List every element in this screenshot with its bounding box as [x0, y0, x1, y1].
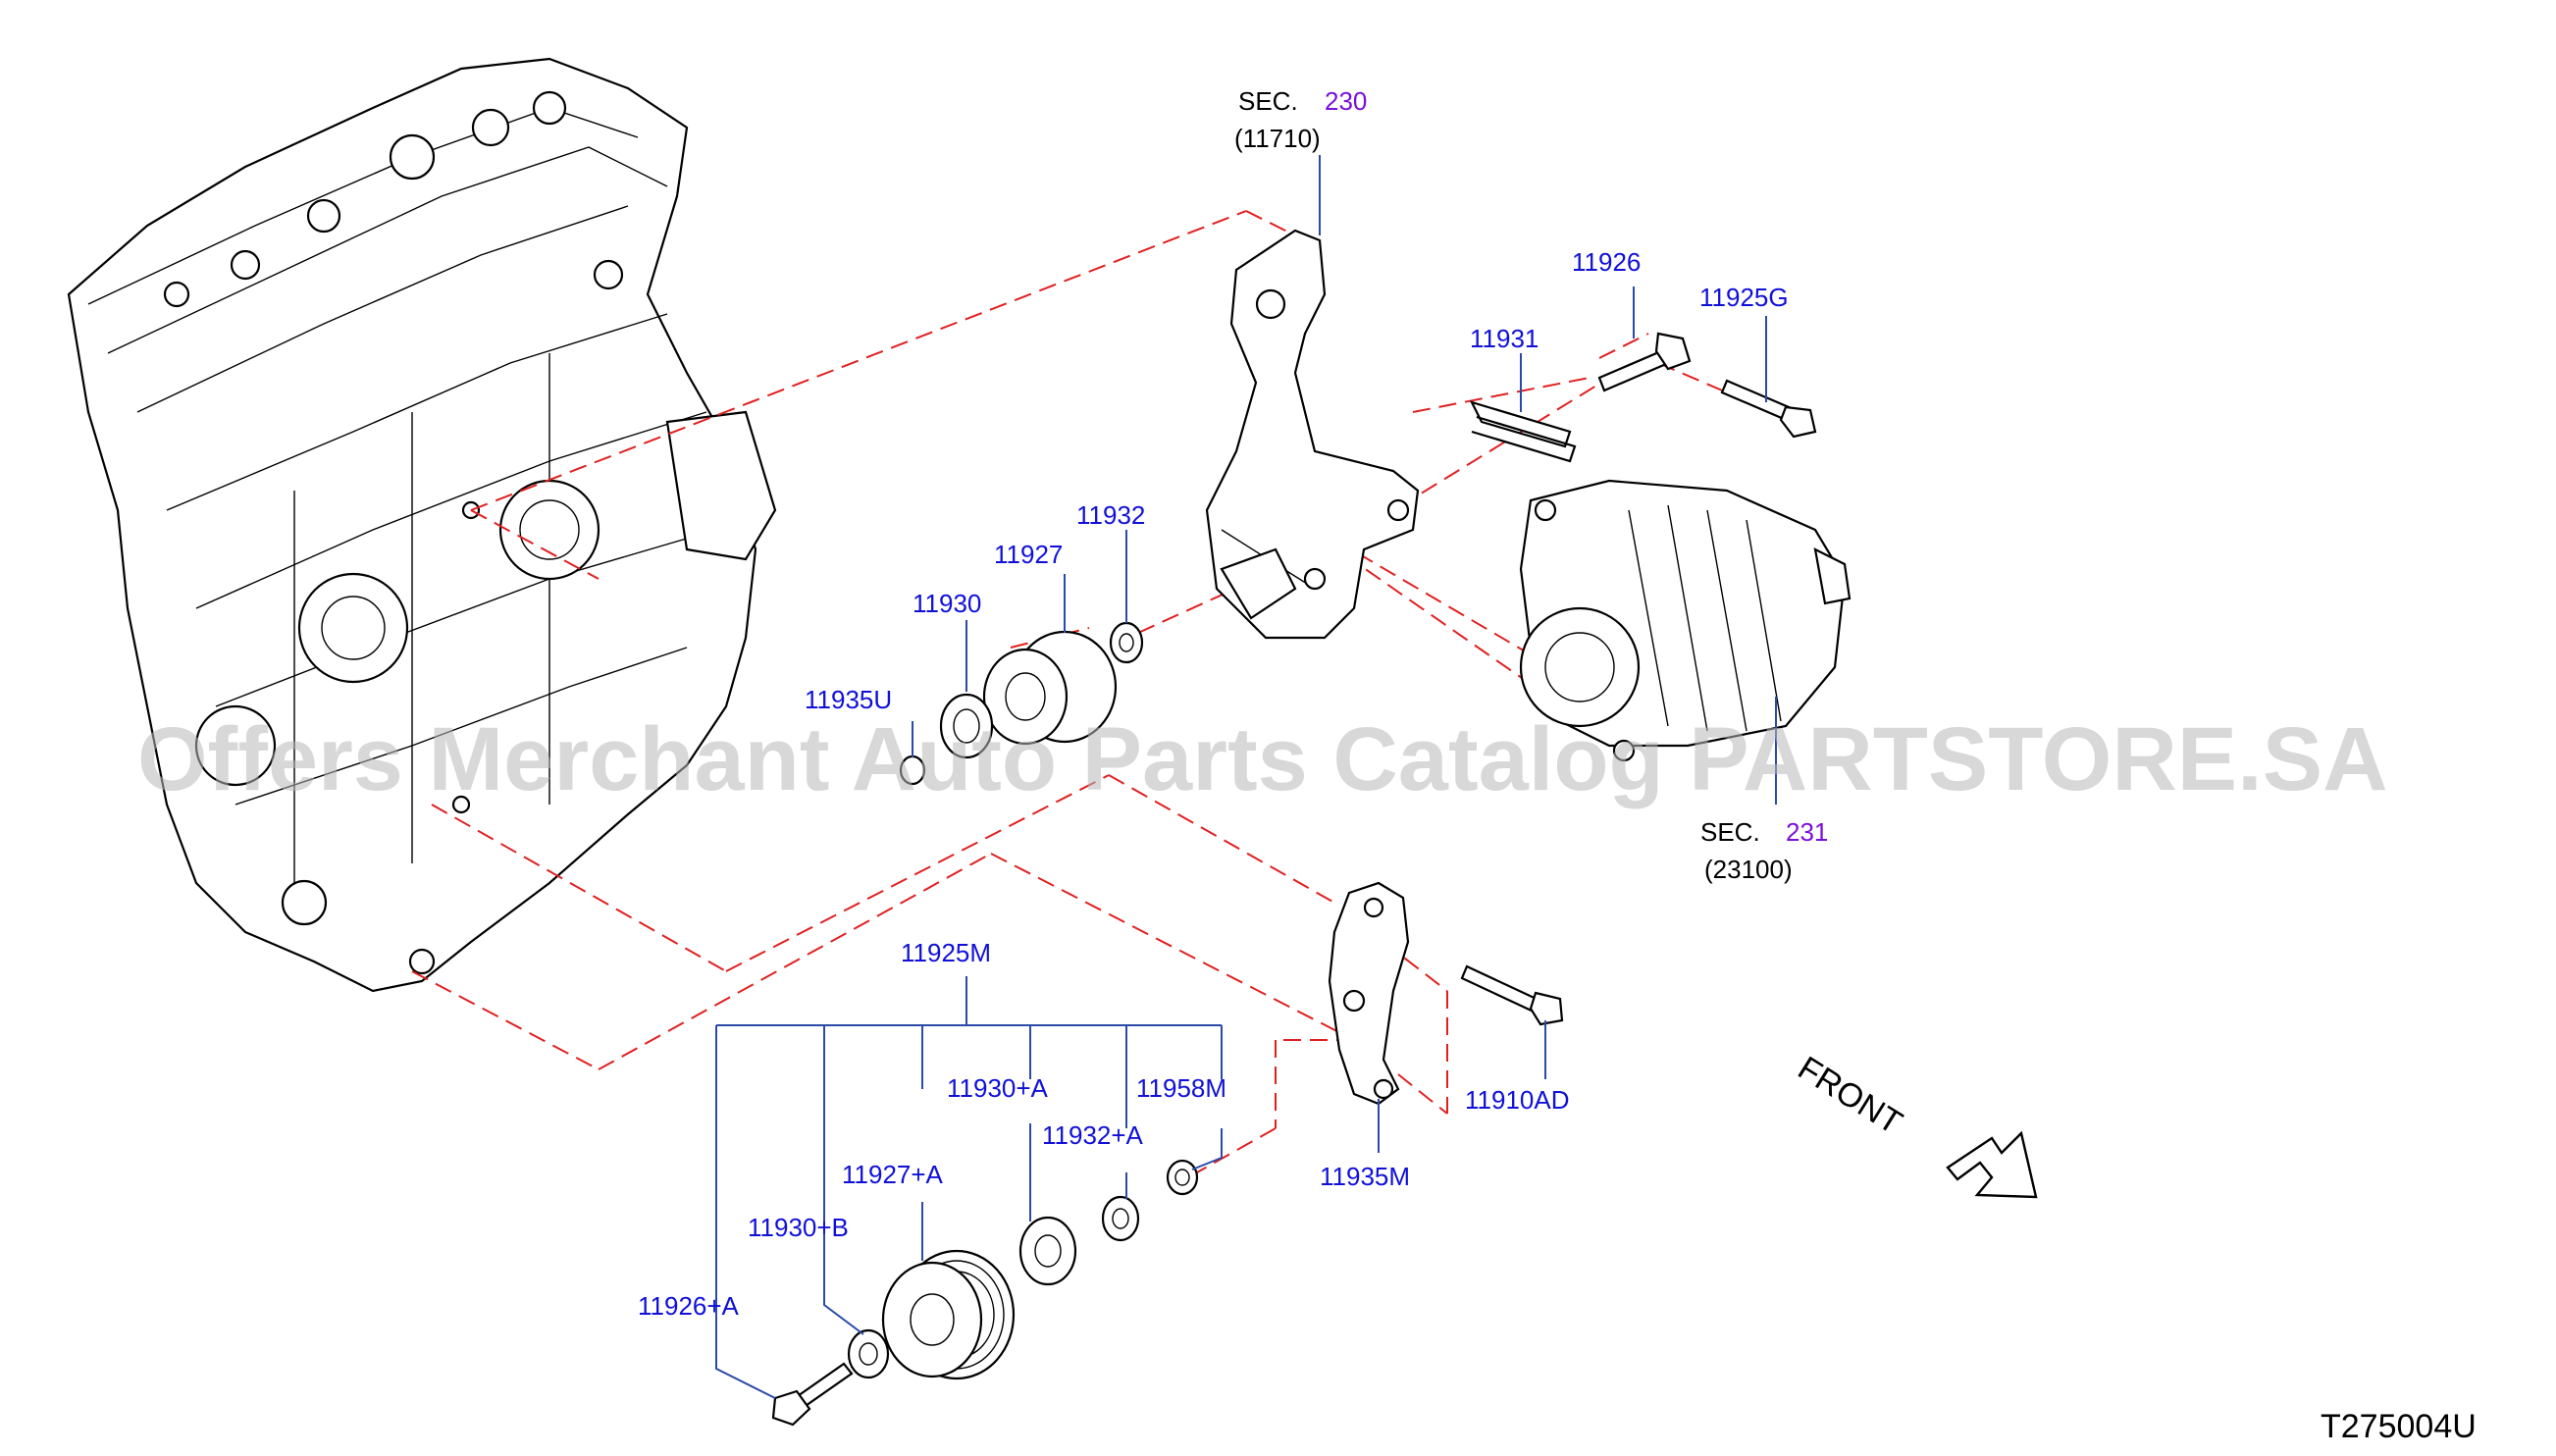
sec230-code: (11710): [1234, 124, 1321, 153]
washer-11932a: [1101, 1195, 1140, 1242]
label-11930a[interactable]: 11930+A: [947, 1073, 1049, 1103]
engine-block: [67, 57, 777, 993]
grooved-pulley-11927a: [881, 1249, 1016, 1380]
part-labels: SEC. 230 (11710) 11926 11925G 11931 1193…: [638, 86, 1828, 1321]
sec231-prefix[interactable]: SEC.: [1700, 817, 1760, 847]
leader-lines: [715, 155, 1777, 1399]
label-11925g[interactable]: 11925G: [1699, 283, 1789, 312]
alternator-bracket: [1205, 229, 1420, 640]
label-11935m[interactable]: 11935M: [1320, 1162, 1410, 1191]
washer-11930b: [847, 1328, 890, 1379]
label-11932[interactable]: 11932: [1076, 500, 1145, 530]
washer-11930a: [1018, 1216, 1077, 1286]
bolt-11926: [1597, 332, 1692, 392]
bolt-11926a: [771, 1362, 854, 1427]
washer-11932: [1109, 621, 1144, 664]
sec231-link[interactable]: 231: [1786, 817, 1828, 847]
label-11927[interactable]: 11927: [994, 540, 1063, 569]
diagram-code: T275004U: [2321, 1408, 2477, 1445]
label-11930b[interactable]: 11930+B: [748, 1213, 849, 1242]
alternator: [1519, 479, 1852, 762]
label-11935u[interactable]: 11935U: [805, 685, 892, 714]
sec231-code: (23100): [1704, 855, 1793, 884]
label-11958m[interactable]: 11958M: [1136, 1073, 1226, 1103]
bolt-11925g: [1720, 379, 1817, 439]
label-11910ad[interactable]: 11910AD: [1465, 1085, 1570, 1115]
label-11931[interactable]: 11931: [1470, 324, 1539, 353]
front-label: FRONT: [1792, 1050, 1908, 1142]
label-11930[interactable]: 11930: [913, 589, 981, 618]
label-11927a[interactable]: 11927+A: [842, 1160, 944, 1189]
snap-ring-11958m: [1166, 1159, 1199, 1196]
idler-pulley-11927: [982, 630, 1118, 746]
sec230-prefix[interactable]: SEC.: [1238, 86, 1298, 116]
front-indicator: FRONT: [1792, 1050, 2038, 1199]
label-11926[interactable]: 11926: [1572, 247, 1641, 277]
bolt-11910ad: [1460, 964, 1564, 1026]
label-11925m[interactable]: 11925M: [901, 938, 991, 967]
washer-11930: [939, 693, 994, 759]
watermark-text: Offers Merchant Auto Parts Catalog PARTS…: [137, 709, 2388, 809]
front-arrow-icon: [1946, 1130, 2038, 1199]
sec230-link[interactable]: 230: [1325, 86, 1367, 116]
label-11932a[interactable]: 11932+A: [1042, 1120, 1144, 1150]
label-11926a[interactable]: 11926+A: [638, 1291, 740, 1321]
tensioner-bracket-11935m: [1328, 881, 1410, 1106]
adjusting-bar-11931: [1469, 400, 1577, 463]
